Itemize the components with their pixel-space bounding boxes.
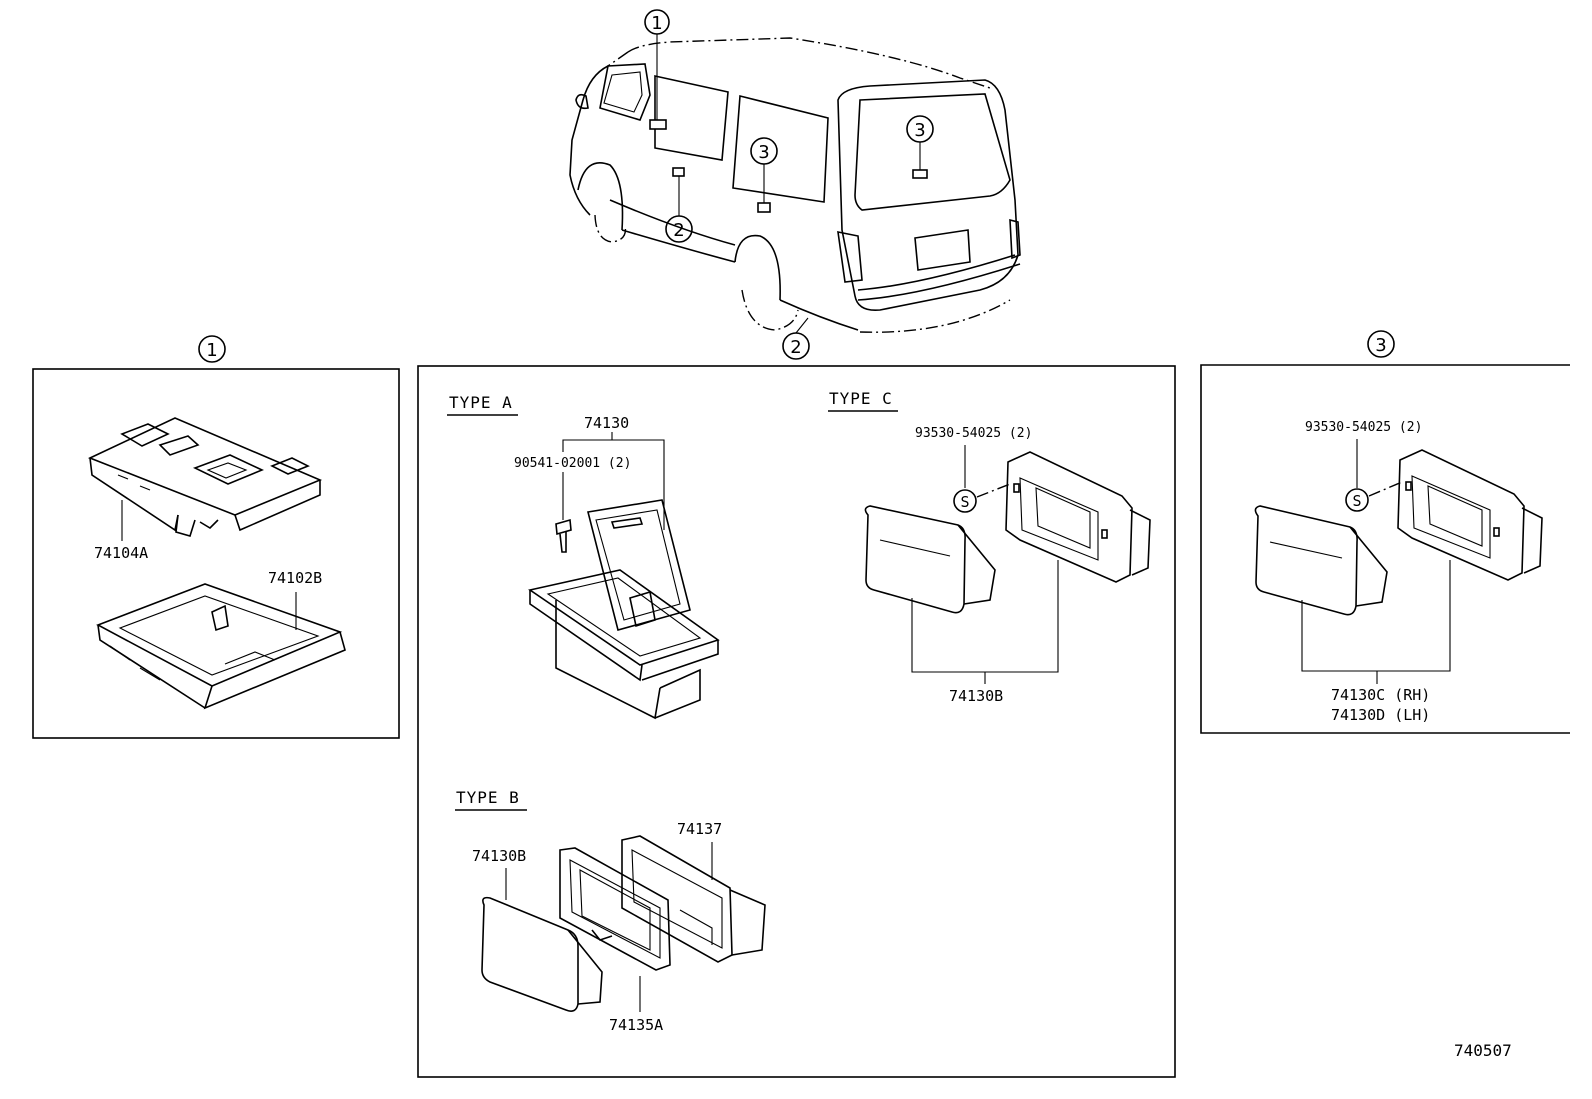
van-lamp-3-rear-marker (912, 169, 928, 179)
part-74104a-drawing (87, 417, 323, 537)
van-callout-2-side: 2 (665, 215, 693, 243)
part-74130b-type-c-drawing (864, 451, 1151, 614)
svg-text:3: 3 (758, 142, 769, 163)
part-74102b-drawing (96, 583, 346, 710)
panel-3-callout: 3 (1367, 330, 1395, 358)
label-74130d-lh: 74130D (LH) (1331, 706, 1430, 724)
label-74137: 74137 (677, 820, 722, 838)
part-type-b-drawing (481, 835, 766, 1012)
label-74130c-rh: 74130C (RH) (1331, 686, 1430, 704)
van-lamp-1-marker (649, 119, 667, 130)
type-c-title: TYPE C (829, 389, 893, 408)
label-74102b: 74102B (268, 569, 322, 587)
van-callout-1: 1 (644, 9, 670, 35)
van-callout-3-rear: 3 (906, 115, 934, 143)
part-74130c-d-drawing (1254, 449, 1543, 616)
panel-1-frame (32, 368, 400, 739)
type-b-title: TYPE B (456, 788, 520, 807)
svg-text:2: 2 (673, 220, 684, 241)
panel-3-screw-symbol: S (1345, 488, 1369, 512)
van-callout-2-lower: 2 (782, 332, 810, 360)
svg-text:S: S (960, 493, 969, 511)
panel-2-frame (417, 365, 1176, 1078)
panel-1-callout: 1 (198, 335, 226, 363)
type-c-screw-symbol: S (953, 489, 977, 513)
van-illustration (569, 34, 1021, 334)
svg-text:1: 1 (206, 340, 217, 361)
van-lamp-2-marker (672, 167, 685, 177)
svg-text:2: 2 (790, 337, 801, 358)
panel-3-frame (1200, 364, 1570, 734)
svg-text:S: S (1352, 492, 1361, 510)
label-74130: 74130 (584, 414, 629, 432)
svg-text:1: 1 (651, 13, 662, 34)
drawing-number: 740507 (1454, 1041, 1512, 1060)
part-74130-drawing (528, 499, 720, 720)
label-74104a: 74104A (94, 544, 148, 562)
label-74130b-type-c: 74130B (949, 687, 1003, 705)
label-90541-02001: 90541-02001 (2) (514, 456, 631, 471)
label-93530-54025-panel-3: 93530-54025 (2) (1305, 420, 1422, 435)
van-lamp-3-side-marker (757, 202, 771, 213)
label-74130b-type-b: 74130B (472, 847, 526, 865)
label-93530-54025-type-c: 93530-54025 (2) (915, 426, 1032, 441)
svg-text:3: 3 (1375, 335, 1386, 356)
label-74135a: 74135A (609, 1016, 663, 1034)
type-a-title: TYPE A (449, 393, 513, 412)
van-callout-3-side: 3 (750, 137, 778, 165)
svg-text:3: 3 (914, 120, 925, 141)
